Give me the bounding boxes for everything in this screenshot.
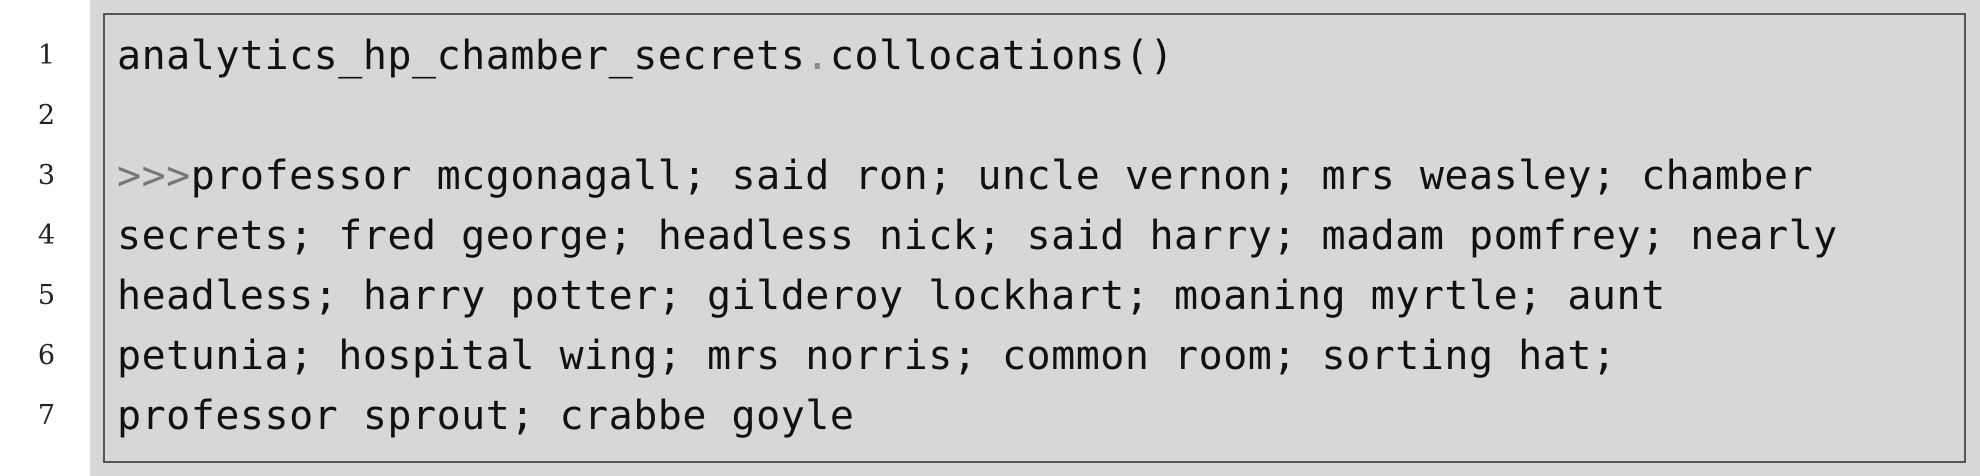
code-line-output: professor sprout; crabbe goyle: [117, 393, 855, 439]
output-text: professor mcgonagall; said ron; uncle ve…: [190, 153, 1814, 199]
code-line-output: secrets; fred george; headless nick; sai…: [117, 213, 1838, 259]
line-number-gutter: 1 2 3 4 5 6 7: [0, 0, 90, 476]
output-prompt: >>>: [117, 153, 191, 199]
line-number: 2: [37, 100, 55, 131]
line-number: 1: [37, 40, 55, 71]
call-dot: .: [805, 33, 830, 79]
code-line-output: petunia; hospital wing; mrs norris; comm…: [117, 333, 1617, 379]
call-object: analytics_hp_chamber_secrets: [117, 33, 806, 79]
code-line-output: headless; harry potter; gilderoy lockhar…: [117, 273, 1666, 319]
line-number: 4: [37, 220, 55, 251]
code-line-output: >>>professor mcgonagall; said ron; uncle…: [117, 146, 1813, 206]
line-number: 5: [37, 280, 55, 311]
code-block-border: analytics_hp_chamber_secrets.collocation…: [103, 13, 1966, 463]
line-number: 3: [37, 160, 55, 191]
call-method: collocations(): [829, 33, 1175, 79]
code-line-call: analytics_hp_chamber_secrets.collocation…: [117, 26, 1174, 86]
line-number: 6: [37, 340, 55, 371]
code-block: analytics_hp_chamber_secrets.collocation…: [90, 0, 1980, 476]
line-number: 7: [37, 400, 55, 431]
